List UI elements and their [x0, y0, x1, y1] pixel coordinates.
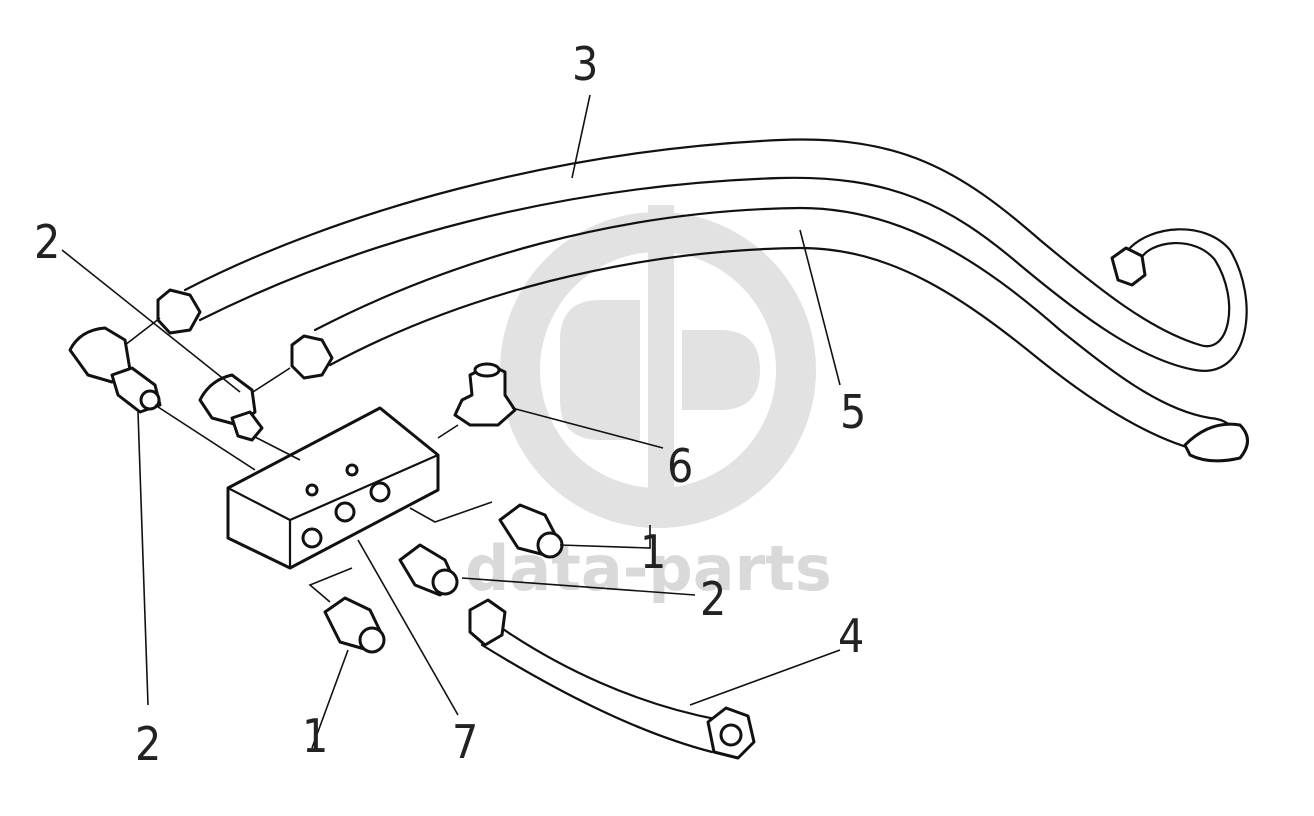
callout-1-right: 1 — [640, 525, 666, 579]
callout-5: 5 — [840, 385, 866, 439]
callout-4: 4 — [838, 609, 864, 663]
adapter-fitting-middle — [198, 373, 264, 442]
leader-lines — [61, 94, 841, 749]
callout-2-top-left: 2 — [34, 215, 60, 269]
plug-left — [323, 596, 386, 654]
plug-right — [498, 503, 564, 559]
elbow-fitting — [453, 362, 517, 427]
callout-1-bottom: 1 — [302, 709, 328, 763]
adapter-fitting-lower — [398, 543, 459, 597]
callout-7: 7 — [452, 715, 478, 769]
callout-2-right: 2 — [700, 572, 726, 626]
callout-3: 3 — [572, 37, 598, 91]
callout-labels: 3 2 5 6 1 2 4 2 1 7 — [34, 37, 866, 771]
hose-long-lower — [290, 206, 1249, 463]
adapter-fitting-left — [68, 326, 162, 414]
callout-6: 6 — [667, 439, 693, 493]
watermark-logo: data-parts — [465, 205, 832, 605]
hose-long-upper — [156, 138, 1248, 372]
callout-2-bottom-left: 2 — [135, 717, 161, 771]
hose-short — [468, 598, 756, 760]
distribution-block — [226, 406, 440, 570]
